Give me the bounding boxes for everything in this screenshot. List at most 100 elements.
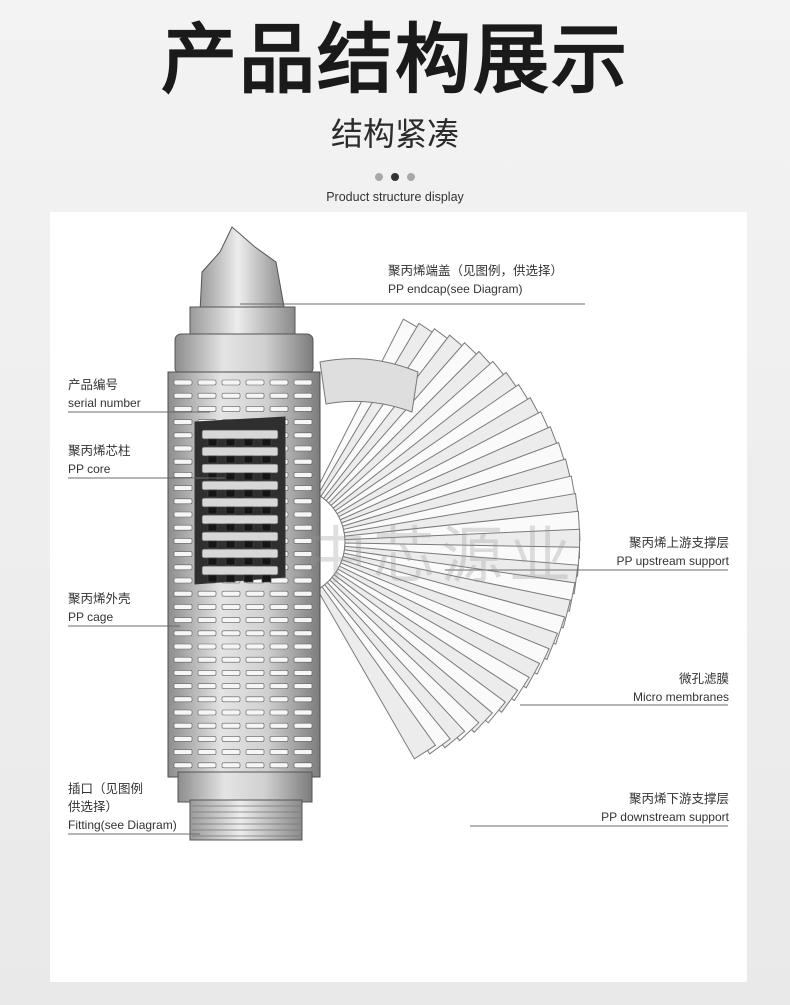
cage-slot — [269, 670, 289, 676]
cage-slot — [293, 379, 313, 386]
page-title: 产品结构展示 — [161, 15, 629, 104]
core-slot — [207, 455, 218, 464]
label-endcap-en: PP endcap(see Diagram) — [388, 282, 523, 296]
cage-slot — [173, 604, 193, 610]
cage-slot — [173, 406, 193, 412]
cage-slot — [269, 379, 289, 386]
cage-slot — [173, 577, 193, 584]
core-slot — [207, 574, 218, 583]
english-title: Product structure display — [326, 190, 464, 204]
core-ring — [201, 514, 279, 525]
cage-slot — [269, 749, 289, 755]
cage-slot — [293, 722, 313, 729]
carousel-dot[interactable] — [375, 173, 383, 181]
core-slot — [261, 489, 272, 498]
core-slot — [225, 489, 236, 498]
cage-slot — [293, 551, 313, 557]
core-slot — [243, 540, 254, 549]
cage-slot — [269, 643, 289, 650]
core-slot — [207, 438, 218, 447]
cage-slot — [293, 736, 313, 742]
label-serial-en: serial number — [68, 396, 141, 410]
cage-slot — [293, 511, 313, 518]
cage-slot — [221, 696, 241, 703]
cage-slot — [221, 736, 241, 742]
cage-slot — [173, 696, 193, 703]
cage-slot — [245, 590, 265, 597]
core-ring — [201, 463, 279, 474]
cage-slot — [293, 670, 313, 676]
label-upstream-zh: 聚丙烯上游支撑层 — [628, 535, 729, 550]
leader-lines — [68, 303, 728, 835]
cage-slot — [221, 379, 241, 386]
cage-slot — [221, 406, 241, 412]
cage-slot — [197, 670, 217, 676]
cage-slot — [197, 379, 217, 386]
cage-slot — [245, 604, 265, 610]
core-rings — [201, 429, 279, 583]
cage-slot — [269, 709, 289, 716]
core-ring — [201, 480, 279, 491]
carousel-dot-active[interactable] — [391, 173, 399, 181]
cage-slot — [293, 472, 313, 478]
filter-cartridge-illustration — [68, 226, 728, 841]
core-slot — [225, 455, 236, 464]
fitting-collar — [177, 771, 313, 803]
core-slot — [207, 540, 218, 549]
carousel-dots — [0, 166, 790, 185]
page-subtitle: 结构紧凑 — [330, 115, 459, 153]
core-slot — [225, 506, 236, 515]
cage-slot — [293, 696, 313, 703]
label-downstream: 聚丙烯下游支撑层 PP downstream support — [601, 790, 729, 826]
label-membrane-zh: 微孔滤膜 — [678, 671, 729, 686]
cage-slot — [173, 630, 193, 637]
watermark: 中芯源业 — [305, 519, 578, 592]
cage-slot — [173, 379, 193, 386]
core-slot — [225, 574, 236, 583]
core-slot — [243, 455, 254, 464]
label-serial: 产品编号 serial number — [68, 376, 141, 412]
cage-slot — [245, 630, 265, 637]
cage-slot — [173, 392, 193, 399]
outer-ring-strip — [319, 358, 419, 413]
cage-slot — [173, 524, 193, 531]
cage-slot — [221, 683, 241, 689]
core-slot — [225, 438, 236, 447]
label-membrane: 微孔滤膜 Micro membranes — [633, 670, 729, 706]
cage-slot — [173, 617, 193, 623]
core-slot — [261, 506, 272, 515]
carousel-dot[interactable] — [407, 173, 415, 181]
cage-slot — [173, 709, 193, 716]
cage-slot — [173, 511, 193, 518]
cage-slot — [197, 643, 217, 650]
cage-slot — [245, 736, 265, 742]
label-fitting: 插口（见图例 供选择） Fitting(see Diagram) — [68, 780, 177, 834]
core-slot — [207, 557, 218, 566]
cage-slot — [269, 392, 289, 399]
label-core-en: PP core — [68, 462, 111, 476]
cage-slot — [293, 683, 313, 689]
fitting-spigot — [189, 799, 303, 841]
endcap-tip — [199, 226, 286, 313]
core-ring — [201, 548, 279, 559]
cage-slot — [221, 392, 241, 399]
cage-slot — [197, 630, 217, 637]
cage-slot — [173, 432, 193, 439]
diagram-panel: 聚丙烯端盖（见图例，供选择） PP endcap(see Diagram) 产品… — [50, 212, 747, 982]
cage-slot — [245, 656, 265, 663]
label-downstream-en: PP downstream support — [601, 810, 729, 824]
core-slot — [243, 472, 254, 481]
cage-slot — [269, 722, 289, 729]
cage-slot — [269, 656, 289, 663]
endcap-collar — [174, 333, 314, 375]
cage-slot — [173, 419, 193, 425]
cage-slot — [269, 683, 289, 689]
core-slot — [243, 489, 254, 498]
cage-slot — [197, 696, 217, 703]
cage-slot — [245, 696, 265, 703]
cage-slot — [293, 538, 313, 544]
cage-slot — [173, 656, 193, 663]
core-ring — [201, 565, 279, 576]
core-ring — [201, 446, 279, 457]
cage-slot — [197, 749, 217, 755]
